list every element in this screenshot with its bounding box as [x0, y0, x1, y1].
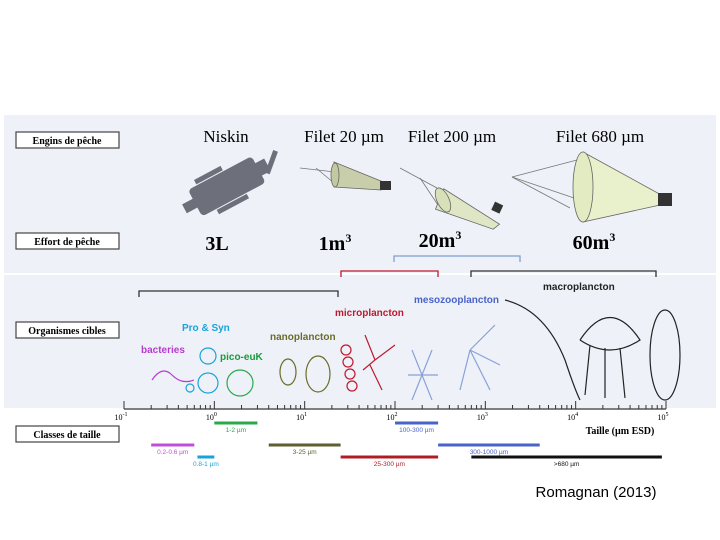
- size-class-label: 100-300 µm: [399, 427, 434, 434]
- size-class-label: 0.8-1 µm: [193, 461, 219, 468]
- gear-name-filet-680: Filet 680 µm: [556, 127, 644, 146]
- size-class: 1-2 µm: [214, 421, 258, 434]
- effort-niskin: 3L: [205, 233, 228, 255]
- bracket-filet-200: [393, 255, 521, 262]
- niskin-bottle-icon: [182, 150, 278, 216]
- organism-label-nanoplancton: nanoplancton: [270, 332, 336, 343]
- bracket-filet-20: [340, 270, 439, 277]
- effort-filet-200: 20m3: [419, 228, 462, 252]
- row-label-text: Effort de pêche: [34, 237, 100, 248]
- size-class: >680 µm: [471, 455, 662, 468]
- effort-filet-680: 60m3: [573, 230, 616, 254]
- size-class-label: 25-300 µm: [374, 461, 405, 468]
- row-label-text: Organismes cibles: [28, 326, 106, 337]
- size-class-label: 3-25 µm: [293, 449, 317, 456]
- axis-tick-label: 10-1: [115, 412, 128, 422]
- microplankton-icon: [340, 334, 396, 392]
- axis-tick-label: 103: [477, 412, 488, 422]
- size-class: 300-1000 µm: [438, 443, 540, 456]
- row-label-text: Classes de taille: [33, 430, 101, 441]
- row-label-size: Classes de taille: [15, 425, 120, 443]
- bacteria-icon: [151, 370, 195, 383]
- credit: Romagnan (2013): [536, 484, 657, 501]
- net-20-icon: [299, 161, 391, 191]
- gear-name-filet-200: Filet 200 µm: [408, 127, 496, 146]
- size-class-label: 300-1000 µm: [470, 449, 508, 456]
- size-class: 3-25 µm: [268, 443, 341, 456]
- pico-euk-icon: [226, 369, 254, 397]
- row-label-effort: Effort de pêche: [15, 232, 120, 250]
- size-class-label: 1-2 µm: [226, 427, 246, 434]
- gear-name-niskin: Niskin: [203, 127, 249, 146]
- organism-label-pico-euk: pico-euK: [220, 352, 264, 363]
- pro-syn-icon: [185, 347, 219, 394]
- net-200-icon: [399, 167, 504, 230]
- axis-tick-label: 102: [387, 412, 398, 422]
- row-label-gear: Engins de pêche: [15, 131, 120, 149]
- axis-tick-label: 105: [658, 412, 669, 422]
- axis-title: Taille (µm ESD): [586, 426, 655, 437]
- organism-panel: [4, 275, 716, 408]
- row-label-targets: Organismes cibles: [15, 321, 120, 339]
- row-label-text: Engins de pêche: [33, 136, 102, 147]
- organism-label-mesozooplancton: mesozooplancton: [414, 295, 499, 306]
- axis-tick-label: 100: [206, 412, 217, 422]
- mesozooplankton-icon: [408, 324, 501, 401]
- bracket-filet-680: [470, 270, 657, 277]
- organism-label-pro-syn: Pro & Syn: [182, 323, 230, 334]
- size-class: 0.8-1 µm: [193, 455, 219, 468]
- gear-name-filet-20: Filet 20 µm: [304, 127, 384, 146]
- organism-label-bacteries: bacteries: [141, 345, 185, 356]
- macroplankton-icon: [504, 299, 681, 401]
- size-class-label: >680 µm: [554, 461, 580, 468]
- size-class: 0.2-0.6 µm: [151, 443, 195, 456]
- size-axis: 10-1 100 101 102 103 104 105: [115, 401, 669, 422]
- bracket-niskin: [138, 290, 339, 297]
- net-680-icon: [511, 151, 672, 223]
- size-class: 25-300 µm: [340, 455, 439, 468]
- organism-label-macroplancton: macroplancton: [543, 282, 615, 293]
- organism-label-microplancton: microplancton: [335, 308, 404, 319]
- axis-tick-label: 104: [567, 412, 578, 422]
- size-class: 100-300 µm: [395, 421, 439, 434]
- effort-filet-20: 1m3: [319, 231, 352, 255]
- axis-tick-label: 101: [296, 412, 307, 422]
- nanoplankton-icon: [279, 355, 331, 393]
- size-class-label: 0.2-0.6 µm: [157, 449, 188, 456]
